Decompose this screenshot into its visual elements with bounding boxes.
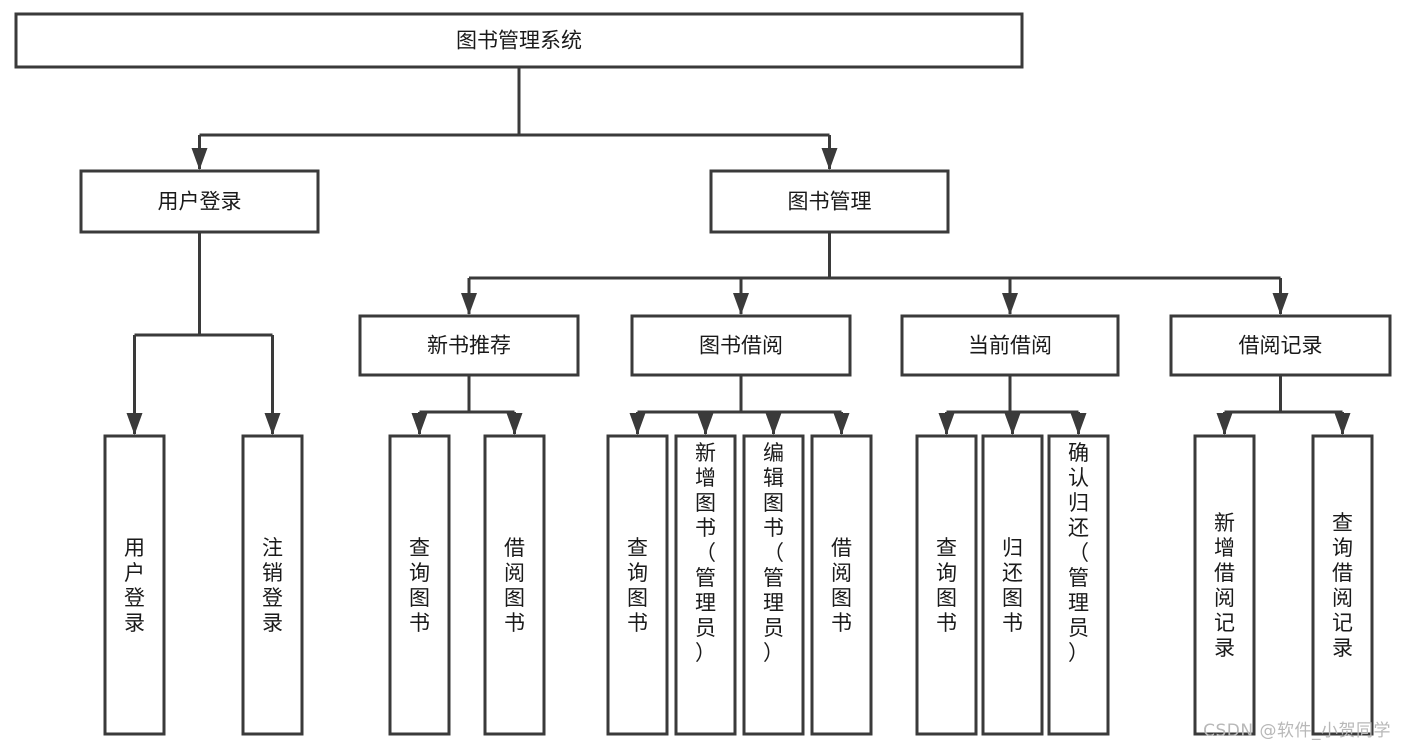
node-label-leaf-query-book-2: 查询图书 (627, 536, 648, 635)
node-box-book-manage (709, 169, 950, 234)
node-label-leaf-confirm-return: 确认归还（管理员） (1068, 441, 1089, 665)
node-label-new-book-recommend: 新书推荐 (427, 334, 511, 358)
node-leaf-user-logout[interactable]: 注销登录 (241, 434, 304, 736)
node-box-leaf-borrow-book-1 (483, 434, 546, 736)
node-box-leaf-query-book-2 (606, 434, 669, 736)
node-box-leaf-query-book-1 (388, 434, 451, 736)
arrow-head-icon-to-leaf-return-book (1004, 413, 1021, 435)
node-leaf-confirm-return[interactable]: 确认归还（管理员） (1047, 434, 1110, 736)
arrow-head-icon-to-leaf-edit-book (765, 413, 782, 435)
node-book-manage[interactable]: 图书管理 (709, 169, 950, 234)
node-label-leaf-add-book: 新增图书（管理员） (695, 441, 716, 665)
nodes-layer: 图书管理系统用户登录图书管理新书推荐图书借阅当前借阅借阅记录用户登录注销登录查询… (14, 12, 1392, 736)
node-label-leaf-return-book: 归还图书 (1002, 536, 1023, 635)
node-label-leaf-query-record: 查询借阅记录 (1332, 511, 1353, 660)
node-box-root (14, 12, 1024, 69)
arrow-head-icon-to-leaf-query-book-2 (629, 413, 646, 435)
node-leaf-add-record[interactable]: 新增借阅记录 (1193, 434, 1256, 736)
node-leaf-user-login[interactable]: 用户登录 (103, 434, 166, 736)
arrow-head-icon-to-borrow-record (1272, 293, 1289, 315)
node-box-leaf-add-book (674, 434, 737, 736)
node-label-leaf-add-record: 新增借阅记录 (1214, 511, 1235, 660)
node-box-user-login (79, 169, 320, 234)
node-box-leaf-confirm-return (1047, 434, 1110, 736)
node-label-leaf-edit-book: 编辑图书（管理员） (763, 441, 784, 665)
node-leaf-borrow-book-1[interactable]: 借阅图书 (483, 434, 546, 736)
node-box-leaf-return-book (981, 434, 1044, 736)
node-leaf-query-book-2[interactable]: 查询图书 (606, 434, 669, 736)
node-label-user-login: 用户登录 (158, 190, 242, 214)
arrow-head-icon-to-leaf-query-book-1 (411, 413, 428, 435)
node-label-current-borrow: 当前借阅 (968, 334, 1052, 358)
node-leaf-query-book-1[interactable]: 查询图书 (388, 434, 451, 736)
node-borrow-record[interactable]: 借阅记录 (1169, 314, 1392, 377)
arrow-head-icon-to-leaf-add-book (697, 413, 714, 435)
node-box-leaf-user-logout (241, 434, 304, 736)
watermark-text: CSDN @软件_小贺同学 (1203, 721, 1391, 741)
arrow-head-icon-to-leaf-borrow-book-1 (506, 413, 523, 435)
arrow-head-icon-to-book-borrow (733, 293, 749, 315)
arrow-head-icon-to-user-login (191, 148, 208, 170)
arrow-head-icon-to-leaf-user-logout (264, 413, 281, 435)
node-box-borrow-record (1169, 314, 1392, 377)
node-leaf-borrow-book-2[interactable]: 借阅图书 (810, 434, 873, 736)
node-label-leaf-query-book-1: 查询图书 (409, 536, 430, 635)
node-label-leaf-borrow-book-1: 借阅图书 (504, 536, 525, 635)
arrow-head-icon-to-leaf-add-record (1216, 413, 1233, 435)
arrow-head-icon-to-current-borrow (1002, 293, 1018, 315)
connectors-layer (126, 67, 1351, 435)
node-box-leaf-add-record (1193, 434, 1256, 736)
node-box-leaf-query-record (1311, 434, 1374, 736)
arrow-head-icon-to-leaf-confirm-return (1070, 413, 1087, 435)
arrow-head-icon-to-book-manage (821, 148, 838, 170)
node-box-book-borrow (630, 314, 852, 377)
node-box-leaf-edit-book (742, 434, 805, 736)
node-label-book-manage: 图书管理 (788, 190, 872, 214)
arrow-head-icon-to-new-book-recommend (461, 293, 477, 315)
arrow-head-icon-to-leaf-query-record (1334, 413, 1351, 435)
node-box-leaf-borrow-book-2 (810, 434, 873, 736)
node-box-new-book-recommend (358, 314, 580, 377)
node-leaf-return-book[interactable]: 归还图书 (981, 434, 1044, 736)
node-box-leaf-query-book-3 (915, 434, 978, 736)
node-leaf-edit-book[interactable]: 编辑图书（管理员） (742, 434, 805, 736)
arrow-head-icon-to-leaf-user-login (126, 413, 143, 435)
node-book-borrow[interactable]: 图书借阅 (630, 314, 852, 377)
node-label-leaf-user-login: 用户登录 (124, 536, 145, 635)
node-label-root: 图书管理系统 (456, 29, 582, 53)
node-leaf-query-book-3[interactable]: 查询图书 (915, 434, 978, 736)
node-root[interactable]: 图书管理系统 (14, 12, 1024, 69)
node-user-login[interactable]: 用户登录 (79, 169, 320, 234)
node-label-leaf-query-book-3: 查询图书 (936, 536, 957, 635)
node-label-borrow-record: 借阅记录 (1239, 334, 1323, 358)
node-label-leaf-borrow-book-2: 借阅图书 (831, 536, 852, 635)
node-box-current-borrow (900, 314, 1120, 377)
node-new-book-recommend[interactable]: 新书推荐 (358, 314, 580, 377)
node-leaf-query-record[interactable]: 查询借阅记录 (1311, 434, 1374, 736)
node-leaf-add-book[interactable]: 新增图书（管理员） (674, 434, 737, 736)
node-box-leaf-user-login (103, 434, 166, 736)
arrow-head-icon-to-leaf-borrow-book-2 (833, 413, 850, 435)
node-label-book-borrow: 图书借阅 (699, 334, 783, 358)
node-current-borrow[interactable]: 当前借阅 (900, 314, 1120, 377)
arrow-head-icon-to-leaf-query-book-3 (938, 413, 955, 435)
node-label-leaf-user-logout: 注销登录 (262, 536, 283, 635)
